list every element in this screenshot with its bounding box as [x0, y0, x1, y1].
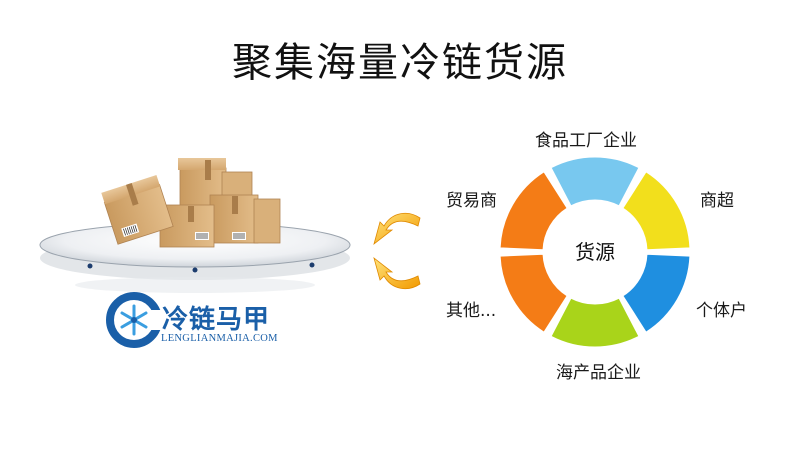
ring-center-label: 货源 — [575, 240, 615, 264]
arrow-upper-icon — [373, 212, 421, 246]
ring-segment — [499, 171, 568, 251]
source-ring — [499, 156, 691, 348]
logo-name: 冷链马甲 — [162, 305, 271, 335]
snowflake-logo-icon — [106, 292, 164, 348]
ring-segment — [499, 253, 568, 333]
segment-label-seafood: 海产品企业 — [556, 363, 641, 383]
ring-segment — [550, 156, 640, 207]
ring-segment — [622, 253, 691, 333]
logo-url: LENGLIANMAJIA.COM — [161, 333, 278, 344]
segment-label-trader: 贸易商 — [446, 191, 497, 211]
cargo-boxes-icon — [101, 158, 281, 248]
segment-label-food-factory: 食品工厂企业 — [535, 131, 637, 151]
page-title: 聚集海量冷链货源 — [232, 40, 568, 86]
ring-center — [545, 202, 645, 302]
ring-segment — [550, 297, 640, 348]
ring-segment — [622, 171, 691, 251]
segment-label-other: 其他... — [446, 301, 497, 321]
segment-label-individual: 个体户 — [696, 301, 747, 321]
segment-label-supermarket: 商超 — [700, 191, 734, 211]
arrow-lower-icon — [373, 256, 421, 290]
